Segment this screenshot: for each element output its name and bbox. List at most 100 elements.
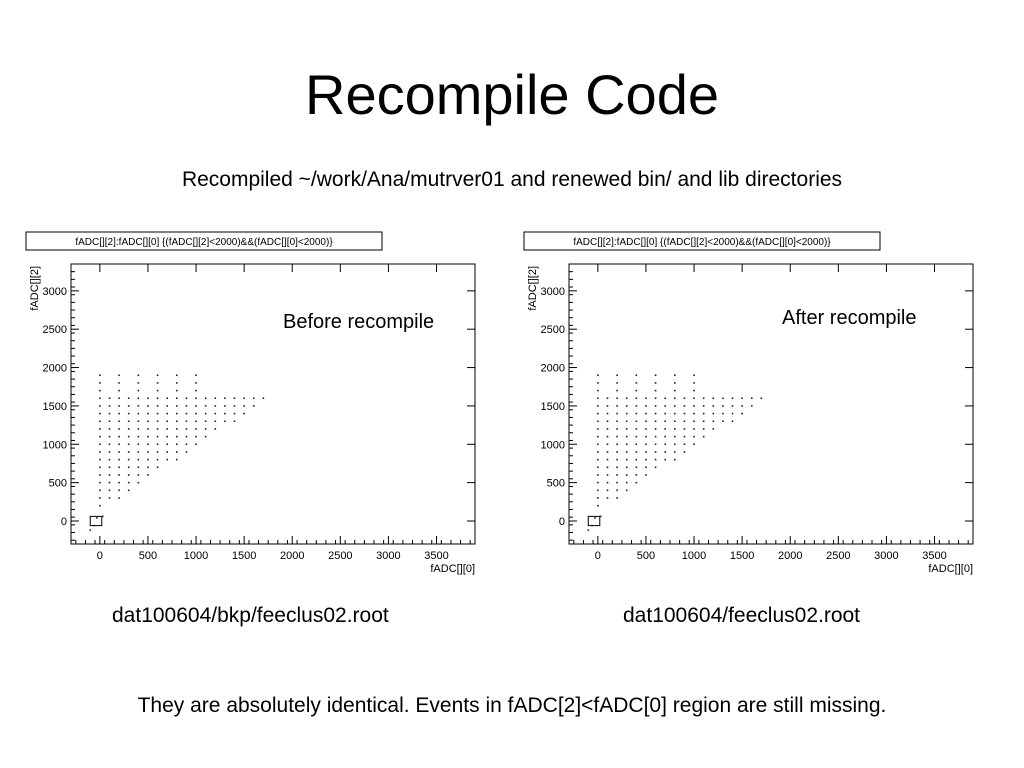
data-point [195, 382, 197, 384]
data-point [597, 504, 599, 507]
data-point [108, 428, 111, 430]
data-point [693, 389, 695, 392]
data-point [625, 412, 628, 415]
data-point [252, 405, 255, 407]
data-point [597, 489, 599, 492]
data-point [693, 405, 695, 407]
data-point [176, 451, 178, 453]
data-point [147, 412, 149, 415]
data-point [176, 397, 178, 400]
data-point [99, 481, 101, 484]
data-point [156, 451, 159, 453]
data-point [99, 382, 101, 384]
data-point [156, 466, 159, 469]
data-point [645, 443, 647, 446]
data-point [683, 412, 686, 415]
data-point [108, 435, 111, 438]
data-point [127, 412, 130, 415]
data-point [597, 474, 599, 476]
data-point [176, 412, 178, 415]
data-point [616, 412, 618, 415]
data-point [156, 382, 159, 384]
data-point [712, 397, 715, 400]
data-point [625, 428, 628, 430]
data-point [118, 466, 120, 469]
data-point [606, 405, 609, 407]
y-axis-label: fADC[][2] [29, 266, 41, 311]
data-point [591, 524, 593, 527]
data-point [625, 405, 628, 407]
data-point [606, 428, 609, 430]
data-point [693, 412, 695, 415]
data-point [224, 405, 226, 407]
data-point [99, 466, 101, 469]
data-point [616, 458, 618, 461]
data-point [597, 451, 599, 453]
data-point [224, 412, 226, 415]
data-point [137, 481, 140, 484]
data-point [616, 428, 618, 430]
data-point [635, 481, 638, 484]
data-point [597, 374, 599, 377]
data-point [185, 451, 188, 453]
data-point [127, 451, 130, 453]
data-point [147, 420, 149, 423]
data-point [693, 397, 695, 400]
data-point [99, 389, 101, 392]
y-tick-label: 2000 [541, 363, 565, 375]
data-point [674, 428, 676, 430]
data-point [674, 451, 676, 453]
data-point [99, 497, 101, 499]
data-point [176, 435, 178, 438]
data-point [118, 451, 120, 453]
data-point [176, 458, 178, 461]
data-point [594, 517, 596, 519]
before-recompile-label: Before recompile [283, 311, 435, 333]
data-point [233, 405, 236, 407]
data-point [712, 412, 715, 415]
data-point [233, 412, 236, 415]
chart-title: fADC[][2]:fADC[][0] {(fADC[][2]<2000)&&(… [573, 237, 831, 248]
data-point [195, 412, 197, 415]
data-point [127, 428, 130, 430]
data-point [156, 374, 159, 377]
data-point [645, 397, 647, 400]
data-point [137, 389, 140, 392]
data-point [654, 412, 657, 415]
data-point [683, 428, 686, 430]
data-point [118, 397, 120, 400]
data-point [654, 420, 657, 423]
data-point [185, 405, 188, 407]
data-point [635, 389, 638, 392]
data-point [99, 474, 101, 476]
data-point [654, 451, 657, 453]
data-point [664, 412, 666, 415]
data-point [616, 435, 618, 438]
x-tick-label: 1500 [232, 550, 256, 562]
data-point [166, 428, 168, 430]
data-point [137, 466, 140, 469]
data-point [616, 397, 618, 400]
data-point [683, 435, 686, 438]
data-point [597, 497, 599, 499]
data-point [195, 397, 197, 400]
data-point [635, 458, 638, 461]
data-point [750, 397, 753, 400]
data-point [147, 435, 149, 438]
data-point [137, 405, 140, 407]
data-point [214, 405, 217, 407]
data-point [176, 443, 178, 446]
data-point [176, 420, 178, 423]
data-point [108, 443, 111, 446]
data-point [127, 481, 130, 484]
data-point [654, 443, 657, 446]
data-point [664, 458, 666, 461]
data-point [127, 466, 130, 469]
data-point [616, 451, 618, 453]
x-tick-label: 0 [595, 550, 601, 562]
data-point [118, 489, 120, 492]
data-point [645, 412, 647, 415]
data-point [616, 443, 618, 446]
data-point [99, 397, 101, 400]
data-point [118, 481, 120, 484]
